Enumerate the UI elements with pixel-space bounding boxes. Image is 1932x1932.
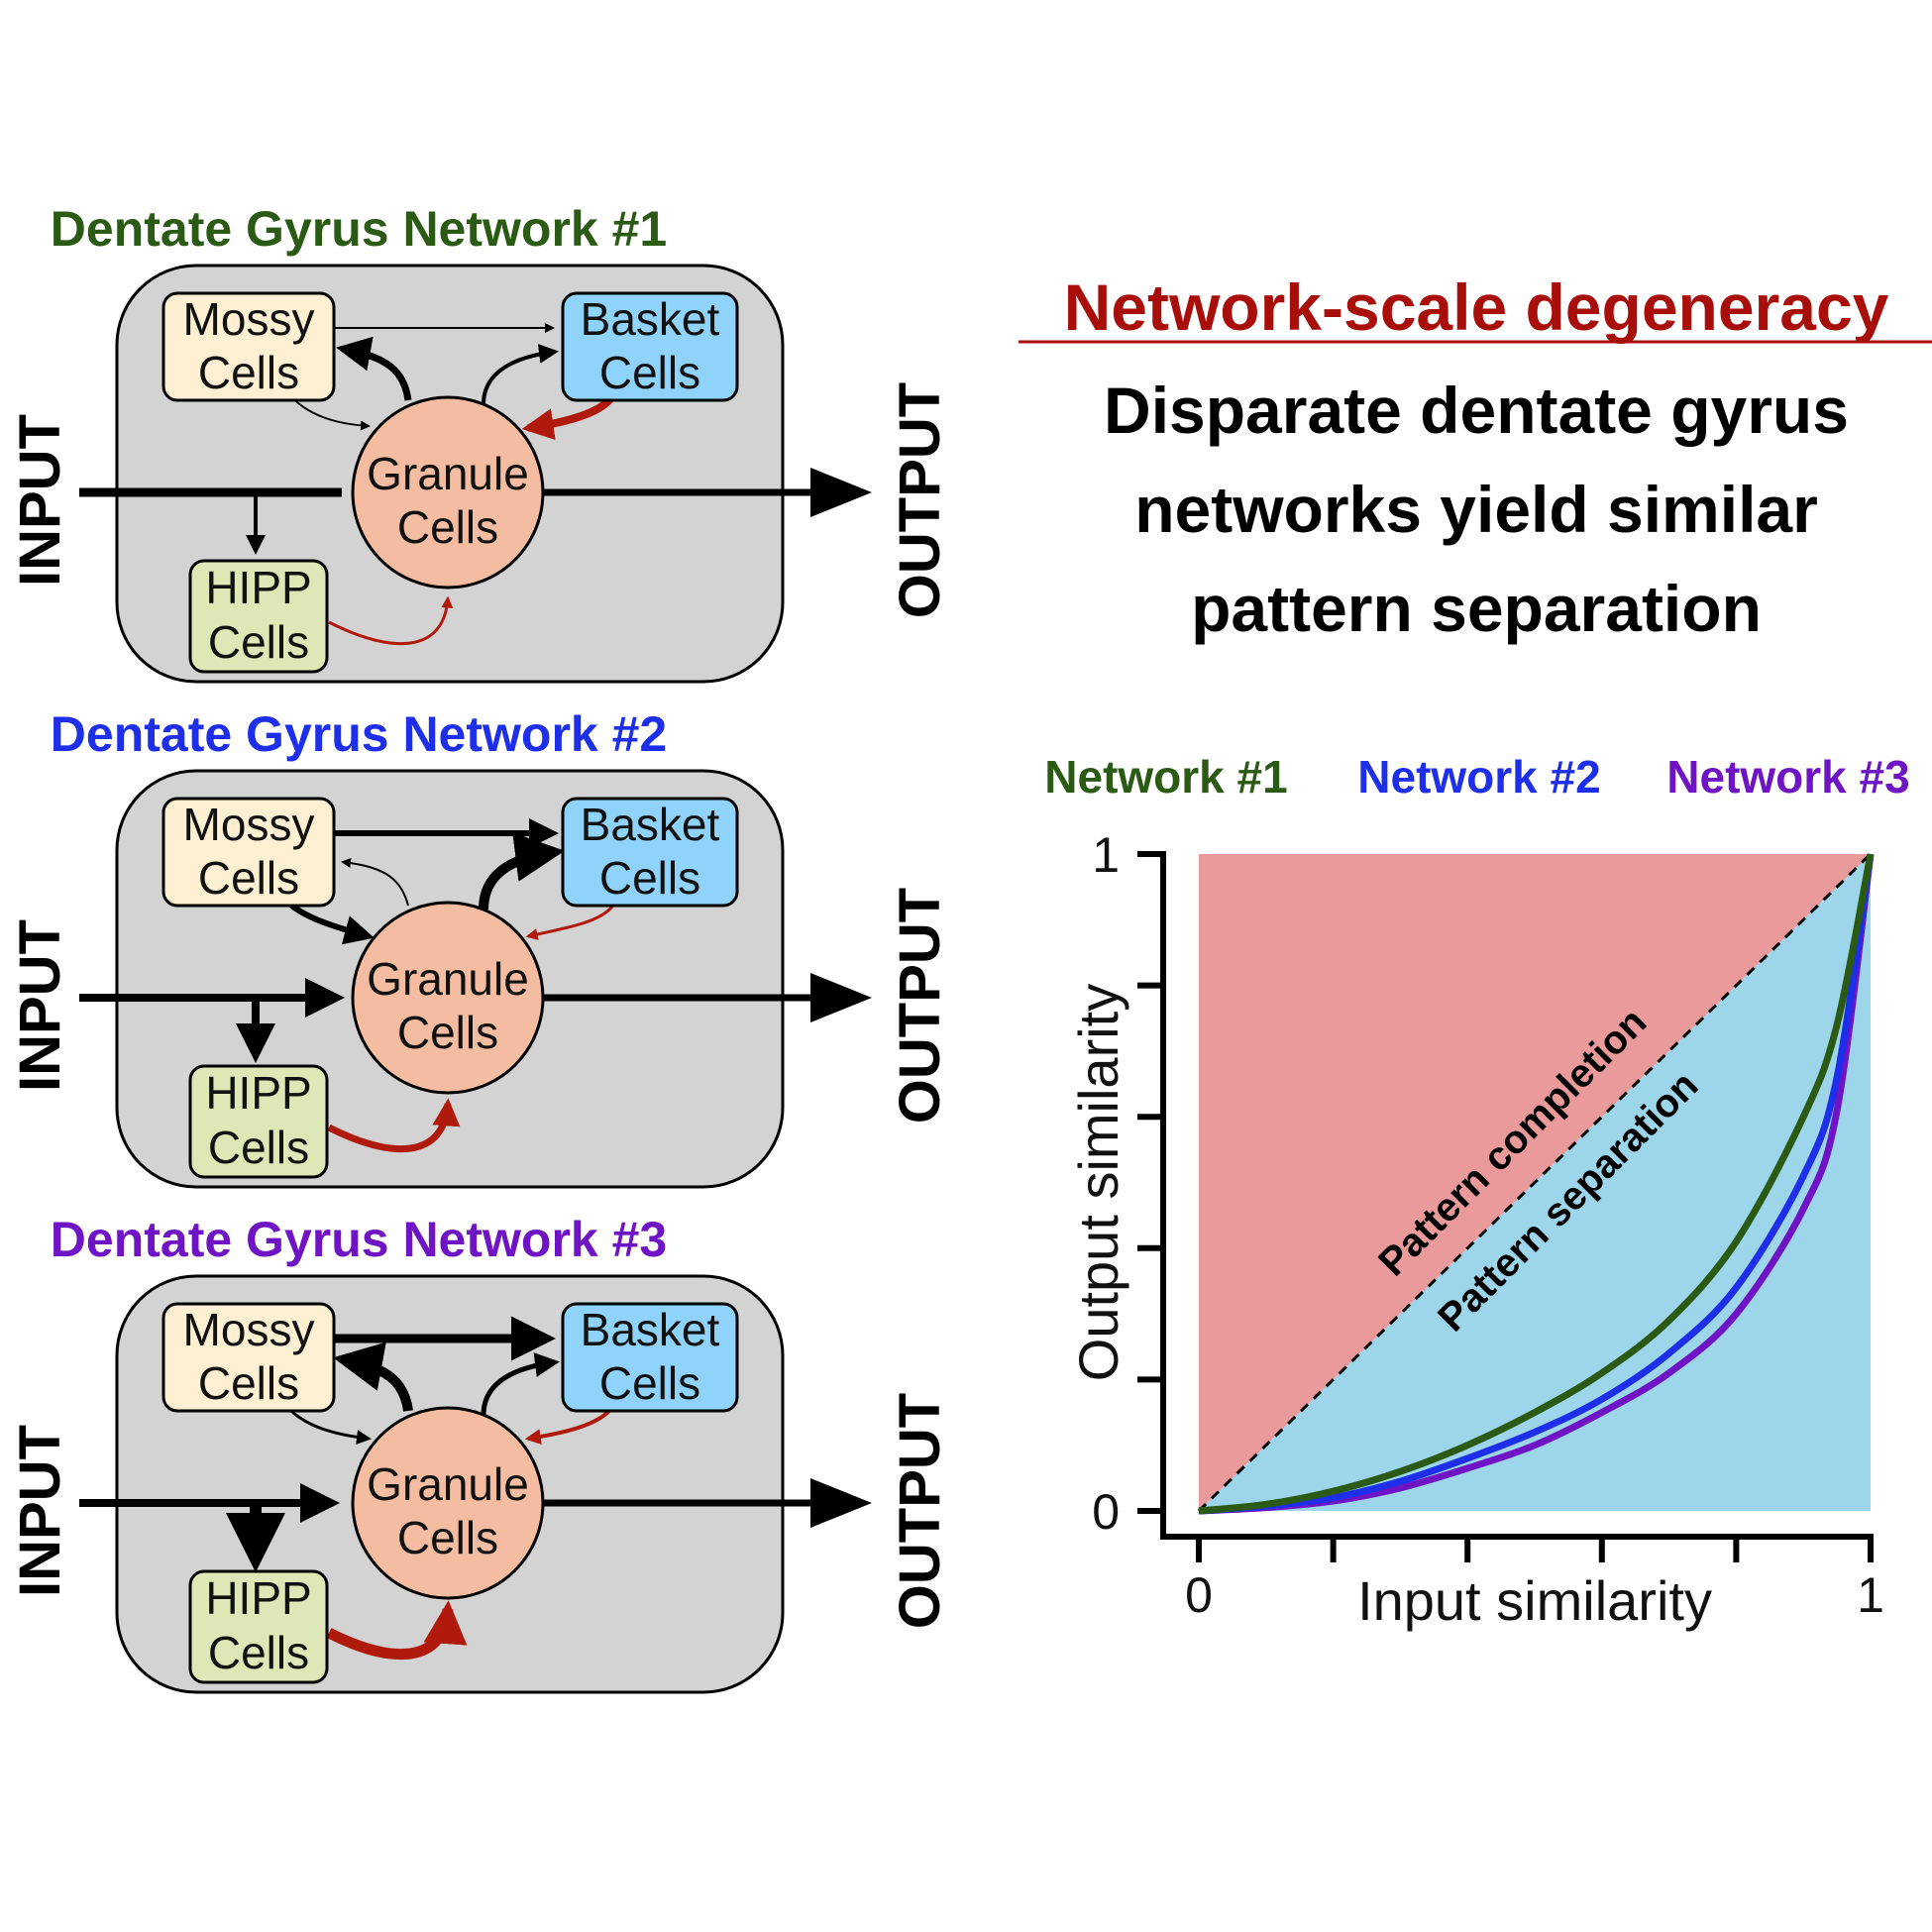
hipp-cells-label: HIPP [205,1067,311,1119]
network-3-diagram: Dentate Gyrus Network #3 Mossy Cells Bas… [8,1212,952,1694]
hipp-cells-2 [188,1064,329,1179]
legend-network-2: Network #2 [1357,751,1600,803]
granule-cells-label: Granule [367,953,529,1005]
basket-cells-label: Cells [599,852,700,904]
identity-diagonal [1197,852,1873,1513]
y-axis-label: Output similarity [1067,984,1129,1381]
x-tick-label: 0 [1185,1567,1213,1623]
granule-cells-1 [351,395,545,590]
hipp-cells-label: HIPP [205,1572,311,1624]
headline-line-2: networks yield similar [1134,473,1818,546]
granule-cells-label: Cells [397,1512,498,1563]
network-1-diagram: Dentate Gyrus Network #1 Mossy Cells Bas… [8,201,952,684]
series-line-network-2 [1198,853,1875,1515]
network-2-diagram: Dentate Gyrus Network #2 Mossy Cells Bas… [8,706,952,1189]
basket-cells-1 [561,291,739,402]
granule-cells-label: Cells [397,1007,498,1058]
basket-cells-label: Basket [581,293,720,345]
mossy-cells-label: Cells [198,347,299,398]
headline-line-1: Disparate dentate gyrus [1104,374,1849,447]
mossy-cells-label: Cells [198,1357,299,1409]
granule-cells-label: Granule [367,448,529,499]
output-arrow-1 [810,468,872,517]
network-3-title: Dentate Gyrus Network #3 [51,1212,667,1267]
hipp-cells-label: Cells [208,1122,309,1173]
input-label: INPUT [8,1425,72,1597]
input-label: INPUT [8,919,72,1092]
mossy-cells-3 [161,1302,336,1413]
basket-cells-3 [561,1302,739,1413]
x-tick-label: 1 [1857,1567,1884,1623]
granule-cells-label: Granule [367,1458,529,1510]
mossy-cells-label: Cells [198,852,299,904]
basket-cells-label: Basket [581,1304,720,1355]
hipp-cells-label: Cells [208,1627,309,1678]
x-axis-label: Input similarity [1357,1569,1712,1632]
input-label: INPUT [8,414,72,587]
hipp-cells-label: HIPP [205,562,311,613]
mossy-cells-2 [161,797,336,908]
hipp-cells-1 [188,559,329,674]
y-tick-label: 0 [1092,1484,1120,1540]
legend-network-3: Network #3 [1666,751,1909,803]
granule-cells-3 [351,1406,545,1600]
mossy-cells-label: Mossy [183,799,315,850]
y-tick-label: 1 [1092,827,1120,883]
hipp-cells-label: Cells [208,616,309,668]
headline-line-3: pattern separation [1191,572,1762,645]
hipp-cells-3 [188,1569,329,1684]
output-label: OUTPUT [888,1393,952,1629]
output-label: OUTPUT [888,382,952,618]
basket-cells-label: Basket [581,799,720,850]
output-label: OUTPUT [888,888,952,1124]
granule-cells-2 [351,901,545,1095]
network-1-title: Dentate Gyrus Network #1 [51,201,667,257]
headline-title: Network-scale degeneracy [1064,270,1889,344]
granule-cells-label: Cells [397,501,498,553]
series-line-network-1 [1198,853,1875,1515]
mossy-cells-label: Mossy [183,293,315,345]
legend-network-1: Network #1 [1044,751,1287,803]
network-2-title: Dentate Gyrus Network #2 [51,706,667,762]
mossy-cells-1 [161,291,336,402]
basket-cells-label: Cells [599,1357,700,1409]
mossy-cells-label: Mossy [183,1304,315,1355]
basket-cells-label: Cells [599,347,700,398]
basket-cells-2 [561,797,739,908]
